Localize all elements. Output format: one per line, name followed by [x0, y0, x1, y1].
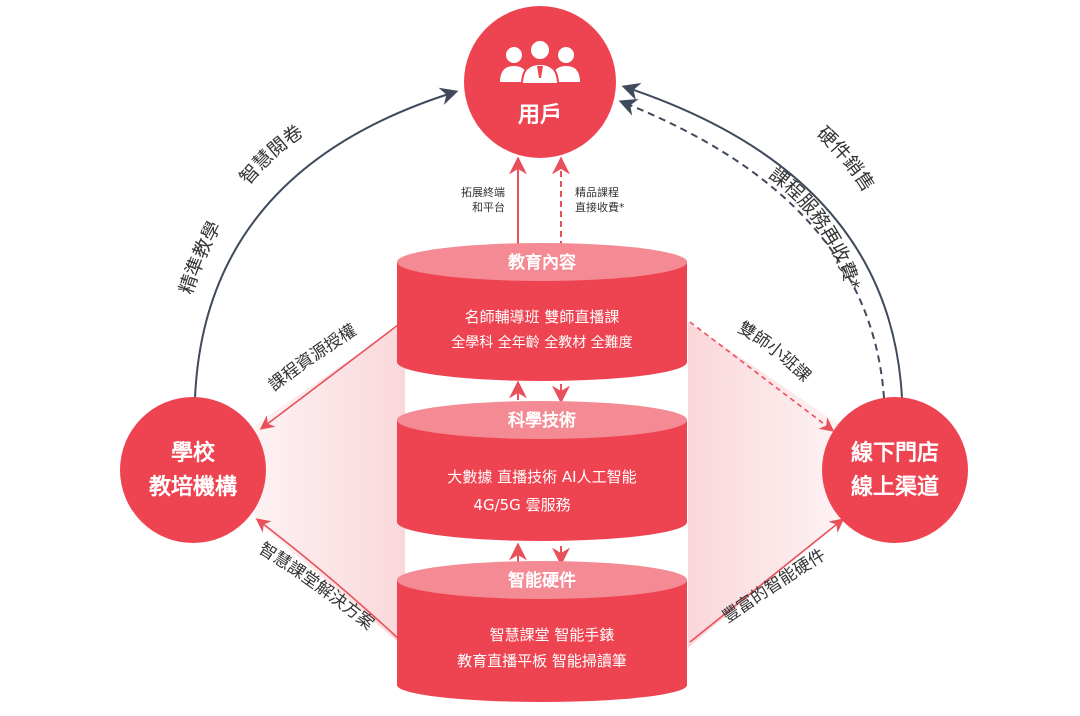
- right-fan-area: [688, 322, 840, 648]
- layer-line: 大數據 直播技術 AI人工智能: [447, 468, 636, 486]
- layer-line: 教育直播平板 智能掃讀筆: [457, 652, 627, 670]
- label-course-repay: 課程服務再收費*: [765, 163, 864, 293]
- school-label-line1: 學校: [171, 440, 216, 466]
- store-label-line1: 線下門店: [851, 440, 939, 466]
- node-school: 學校 教培機構: [120, 397, 266, 543]
- label-expand-line1: 拓展終端: [461, 185, 505, 199]
- layer-title: 智能硬件: [508, 570, 576, 591]
- arrow-content-to-store: [689, 321, 835, 432]
- arrow-hardware-to-school: [255, 518, 403, 643]
- arrow-store-to-user-solid: [621, 83, 903, 399]
- arrow-content-to-school: [259, 321, 403, 430]
- user-label: 用戶: [518, 103, 562, 128]
- store-label-line2: 線上渠道: [851, 474, 939, 500]
- layer-smart-hardware: 智能硬件 智慧課堂 智能手錶 教育直播平板 智能掃讀筆: [397, 561, 687, 702]
- node-user: 用戶: [464, 6, 616, 158]
- layer-line: 4G/5G 雲服務: [473, 496, 570, 514]
- layer-title: 教育內容: [507, 252, 576, 273]
- arrow-store-to-user-dashed: [618, 98, 885, 399]
- school-label-line2: 教培機構: [149, 474, 237, 500]
- arrow-hardware-to-store: [689, 518, 845, 643]
- layer-line: 全學科 全年齡 全教材 全難度: [451, 334, 632, 351]
- label-premium-line1: 精品課程: [575, 185, 619, 199]
- layer-line: 智慧課堂 智能手錶: [490, 626, 615, 644]
- layer-science-technology: 科學技術 大數據 直播技術 AI人工智能 4G/5G 雲服務: [397, 401, 687, 541]
- label-smart-grading: 智慧閱卷: [235, 121, 307, 189]
- arrow-school-to-user: [194, 87, 459, 399]
- left-fan-area: [255, 322, 405, 648]
- label-hardware-sales: 硬件銷售: [812, 122, 878, 195]
- node-store: 線下門店 線上渠道: [822, 397, 968, 543]
- layer-title: 科學技術: [508, 410, 576, 431]
- layer-line: 名師輔導班 雙師直播課: [465, 308, 620, 326]
- layer-education-content: 教育內容 名師輔導班 雙師直播課 全學科 全年齡 全教材 全難度: [397, 243, 687, 381]
- label-premium-line2: 直接收費*: [575, 200, 625, 214]
- users-icon: [500, 39, 580, 85]
- label-expand-line2: 和平台: [472, 200, 505, 214]
